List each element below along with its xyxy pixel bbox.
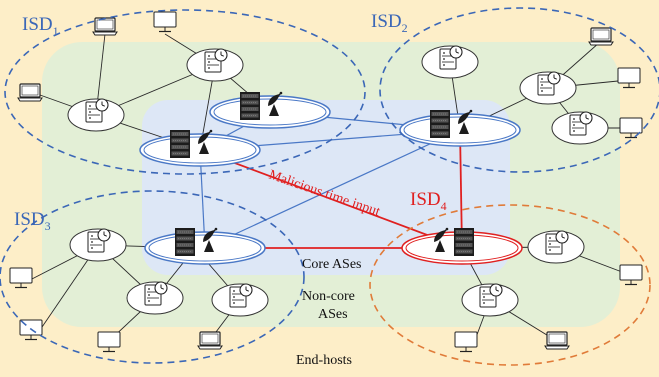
isd2-label: ISD2 [371, 11, 408, 35]
nodes [9, 11, 643, 353]
server-rack-icon [239, 91, 261, 121]
laptop-icon [544, 331, 570, 350]
core-ases-label: Core ASes [302, 257, 362, 272]
endhosts-label: End-hosts [296, 353, 352, 368]
server-rack-icon [453, 227, 475, 257]
laptop-icon [197, 331, 223, 350]
core-as-ring [148, 234, 262, 262]
laptop-icon [17, 83, 43, 102]
isd1-boundary [4, 9, 366, 175]
server-rack-icon [429, 109, 451, 139]
server-rack-icon [169, 129, 191, 159]
laptop-icon [588, 27, 614, 46]
core-as-ring [213, 98, 327, 126]
core-as-ring [403, 116, 517, 144]
server-rack-icon [174, 227, 196, 257]
attack-link [199, 149, 463, 249]
noncore-ases-label-line2: ASes [318, 307, 348, 322]
isd3-boundary [0, 190, 305, 364]
core-link [204, 129, 461, 249]
isd4-label: ISD4 [410, 189, 447, 213]
core-as-ring [143, 136, 257, 164]
isd1-label: ISD1 [22, 14, 59, 38]
isd2-boundary [379, 7, 659, 173]
isd3-label: ISD3 [14, 209, 51, 233]
noncore-ases-label-line1: Non-core [302, 289, 355, 304]
isd4-boundary [369, 204, 651, 366]
laptop-icon [92, 17, 118, 36]
